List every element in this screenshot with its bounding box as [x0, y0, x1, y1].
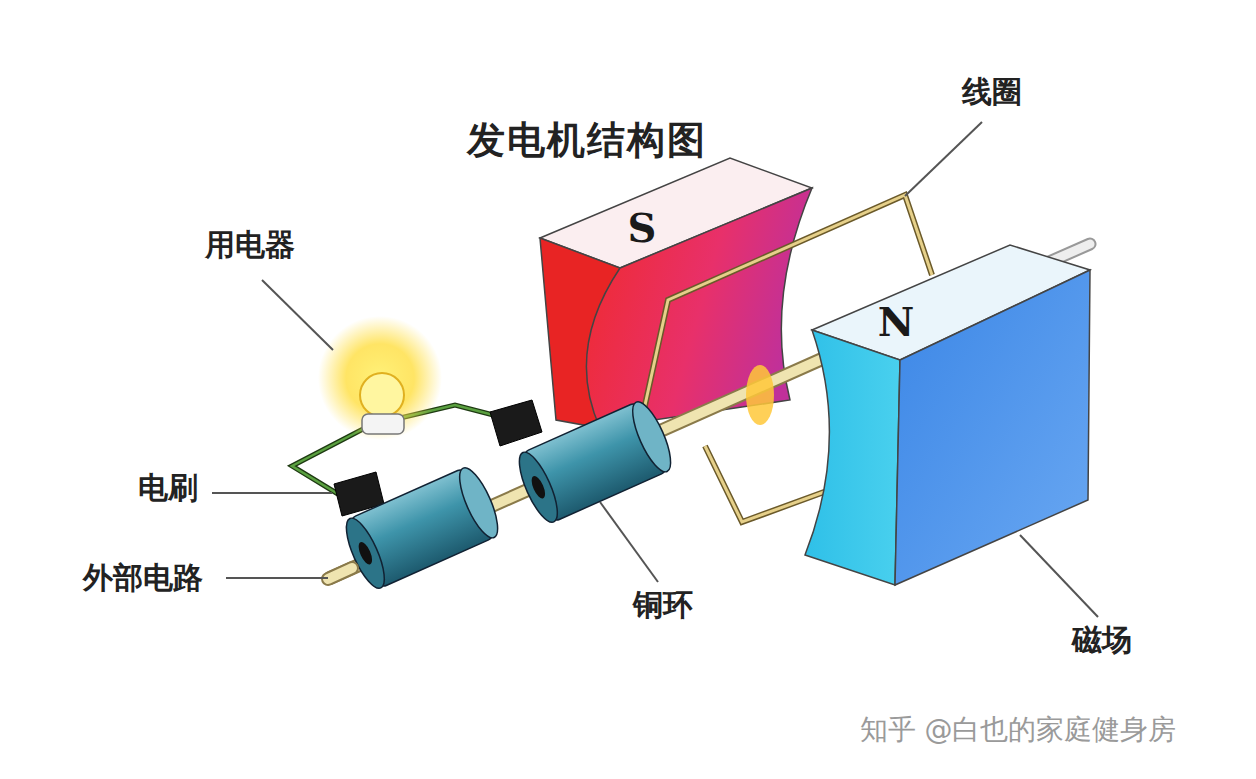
- spark: [746, 365, 774, 425]
- diagram-title: 发电机结构图: [467, 115, 707, 166]
- ring-end: [339, 514, 392, 593]
- leader-line: [600, 502, 658, 582]
- pole-letter: S: [628, 208, 657, 248]
- pole-letter: N: [878, 302, 915, 342]
- bulb-glow: [318, 316, 442, 440]
- bulb-base: [362, 414, 404, 434]
- leader-line: [262, 280, 333, 350]
- copper-ring: [339, 463, 505, 593]
- leader-line: [226, 577, 328, 579]
- ring-end: [452, 463, 505, 542]
- leader-line: [212, 492, 332, 494]
- leader-line: [905, 122, 982, 196]
- magnet-face: [895, 270, 1090, 585]
- part-label: 磁场: [1072, 620, 1132, 661]
- part-label: 用电器: [205, 225, 295, 266]
- leader-line: [1020, 535, 1098, 617]
- magnet-pole-face: [586, 188, 812, 428]
- light-bulb: [318, 316, 442, 440]
- ring-hole: [529, 474, 548, 500]
- magnet-pole: N: [870, 298, 923, 346]
- n-magnet: [805, 245, 1090, 585]
- copper-ring: [512, 397, 678, 527]
- s-magnet: [540, 158, 812, 428]
- watermark: 知乎 @白也的家庭健身房: [860, 711, 1177, 749]
- part-label: 线圈: [962, 72, 1022, 113]
- bulb-glass: [360, 373, 404, 417]
- ring-end: [512, 448, 565, 527]
- magnet-pole: S: [620, 204, 665, 252]
- coil-wire: [705, 446, 835, 522]
- part-label: 电刷: [138, 468, 198, 509]
- coil-wire: [705, 446, 835, 522]
- part-label: 铜环: [633, 585, 693, 626]
- brush: [490, 400, 542, 446]
- shaft: [328, 568, 352, 579]
- part-label: 外部电路: [83, 558, 203, 599]
- shaft: [328, 568, 352, 579]
- ring-hole: [356, 540, 375, 566]
- leader-lines: [212, 122, 1098, 617]
- magnet-pole-face: [805, 330, 900, 585]
- ring-end: [625, 397, 678, 476]
